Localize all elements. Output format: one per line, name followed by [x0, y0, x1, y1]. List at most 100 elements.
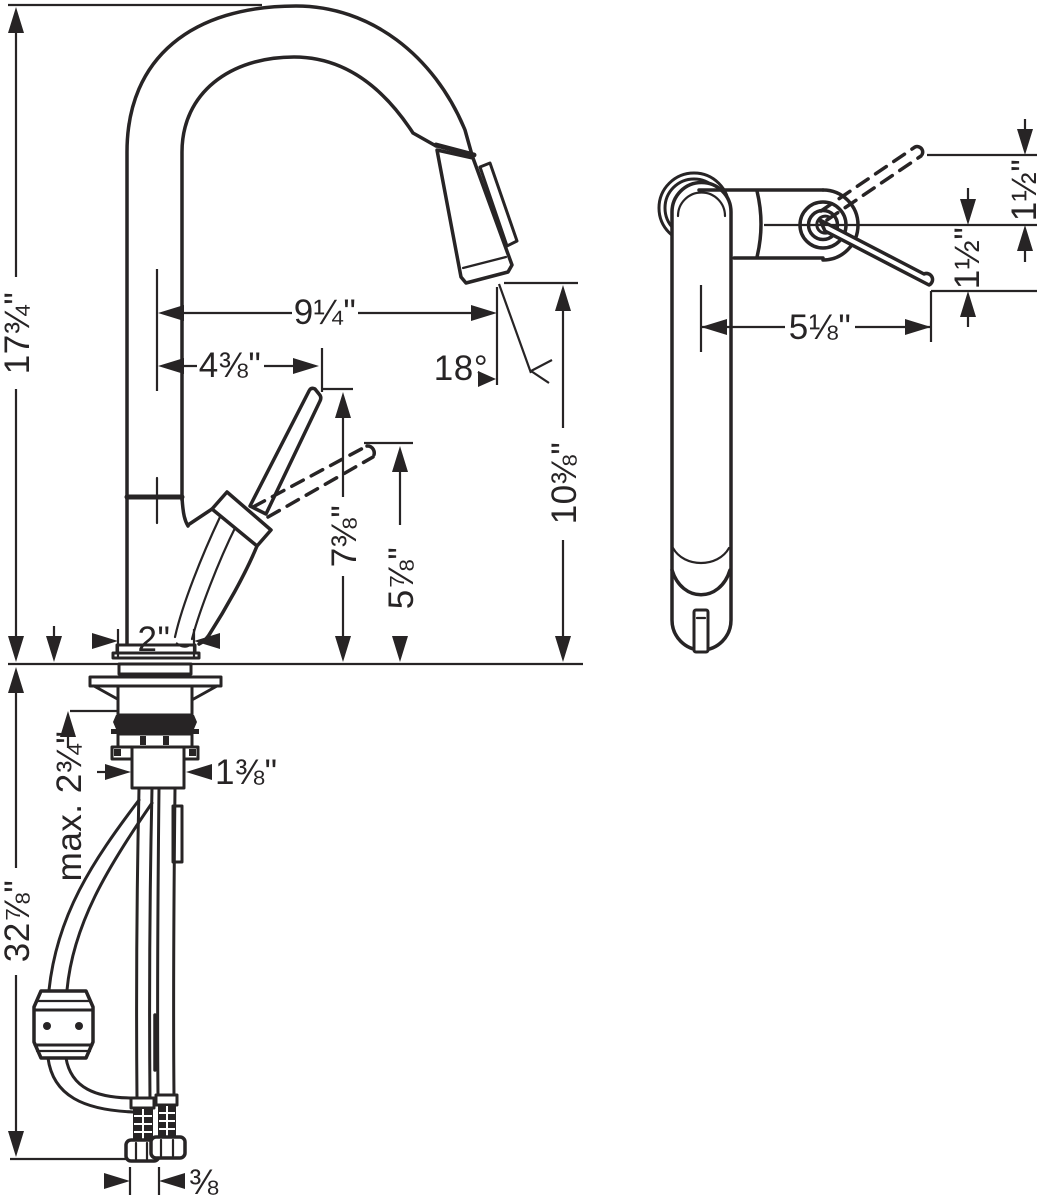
dim-lines: [116, 629, 196, 657]
dim-arrows: [105, 764, 212, 780]
spray-angle-label: 18°: [434, 349, 488, 388]
threaded-shank: [130, 745, 186, 790]
handle-lever: [248, 386, 323, 516]
dim-spray-angle: 18°: [434, 283, 553, 388]
dim-arrows: [960, 199, 976, 317]
dim-lines: [10, 690, 128, 1161]
right-hose-cap: [154, 1093, 179, 1107]
depth-label: 5⅛": [789, 308, 852, 347]
hose-weight: [32, 989, 95, 1060]
weight-bands: [33, 1008, 94, 1047]
hose-length-label: 32⅞": [0, 880, 37, 963]
max-counter-label: max. 2¾": [50, 731, 89, 882]
handle-reach-label: 4⅜": [199, 346, 262, 385]
spray-head-clip: [478, 161, 519, 248]
tube-lower-inner-arc: [671, 546, 731, 564]
dim-base-diameter: 2": [92, 620, 220, 659]
left-hose-cap: [129, 1096, 156, 1110]
weight-screw-right: [75, 1022, 83, 1030]
overall-height-label: 17¾": [0, 292, 37, 375]
dim-arrows: [92, 633, 220, 649]
dim-lever-up-travel: 1½": [1005, 119, 1043, 262]
escutcheon-step: [117, 662, 193, 676]
spout-inner-edge: [180, 55, 438, 502]
dim-lines: [504, 281, 578, 638]
right-braid-stripes: [159, 1106, 175, 1137]
mounting-bracket: [116, 732, 194, 749]
spray-release-clip: [692, 608, 710, 654]
dim-connection-size: ⅜: [104, 1163, 219, 1200]
dim-hose-length: 32⅞": [0, 667, 128, 1161]
dim-lines: [321, 387, 353, 638]
dim-lines: [364, 441, 413, 525]
dim-arrows: [104, 1173, 185, 1189]
dim-shank-diameter: 1⅜": [97, 753, 278, 792]
side-view: 1½" 1½" 5⅛": [657, 119, 1043, 654]
dim-lines: [155, 269, 471, 391]
spout-tube-side: [670, 180, 733, 652]
left-nut-flats: [134, 1141, 149, 1161]
side-reference-lines: [764, 153, 1037, 293]
dim-arrows: [478, 371, 496, 387]
dim-handle-reach: 4⅜": [158, 346, 324, 392]
dim-handle-down-height: 5⅞": [364, 441, 421, 662]
dim-lines: [8, 3, 262, 638]
dim-outlet-height: 10⅜": [504, 281, 584, 662]
dim-arrows: [701, 319, 931, 335]
spout-outer-edge: [125, 4, 474, 650]
left-braid-stripes: [134, 1109, 152, 1141]
bracket-slots: [140, 736, 169, 745]
right-hose: [156, 786, 177, 1099]
weight-band-inner-lines: [35, 999, 92, 1053]
dim-lines: [477, 283, 553, 385]
valve-body-side: [697, 188, 825, 260]
handle-down-label: 5⅞": [382, 547, 421, 610]
connection-size-label: ⅜: [189, 1163, 219, 1200]
spout-reach-label: 9¼": [294, 293, 357, 332]
mounting-assembly: [88, 662, 223, 790]
spray-aerator-line: [461, 255, 508, 270]
valve-body-under-deck: [116, 684, 194, 717]
shank-diameter-label: 1⅜": [215, 753, 278, 792]
hose-connectors: [124, 1093, 187, 1163]
loop-hose-return: [46, 1056, 135, 1114]
lever-side-solid: [818, 218, 935, 287]
lever-down-travel-label: 1½": [948, 227, 987, 290]
lever-up-travel-label: 1½": [1005, 159, 1043, 222]
dim-depth: 5⅛": [699, 285, 933, 352]
supply-hoses: [135, 786, 184, 1102]
dim-lines: [184, 348, 324, 392]
loop-hose-down: [47, 798, 154, 992]
front-view: 17¾" 32⅞" 9¼" 4⅜" 18°: [0, 3, 584, 1200]
dim-spout-reach: 9¼": [155, 269, 497, 391]
handle-lever-alt-position-dashed: [251, 444, 376, 519]
spray-joint-line: [433, 142, 477, 158]
dim-lines: [699, 285, 933, 352]
dim-max-counter-thickness: max. 2¾": [46, 626, 117, 881]
spray-head-body: [435, 148, 514, 285]
lever-side-up-dashed: [819, 144, 925, 222]
dim-overall-height: 17¾": [0, 3, 262, 662]
seal-band: [113, 715, 197, 729]
escutcheon-plate: [88, 675, 223, 688]
dim-handle-up-height: 7⅜": [321, 387, 364, 662]
handle-up-label: 7⅜": [325, 505, 364, 568]
right-connector-nut: [149, 1135, 187, 1160]
dim-arrows: [1017, 129, 1033, 251]
dim-arrows: [392, 446, 408, 662]
pullout-hose-loop: [32, 798, 154, 1114]
left-hose: [135, 786, 154, 1102]
dim-lines: [128, 1167, 161, 1195]
right-nut-flats: [159, 1138, 175, 1158]
handle-neck-curves: [173, 515, 238, 641]
tube-inner-arch: [676, 191, 727, 218]
tube-cuff-arc: [670, 568, 732, 597]
weight-screw-left: [43, 1022, 51, 1030]
handle-collar: [210, 490, 273, 548]
base-diameter-label: 2": [138, 620, 171, 659]
handle-cone-outline: [180, 495, 259, 646]
dim-lever-down-travel: 1½": [948, 188, 987, 327]
outlet-height-label: 10⅜": [545, 442, 584, 525]
